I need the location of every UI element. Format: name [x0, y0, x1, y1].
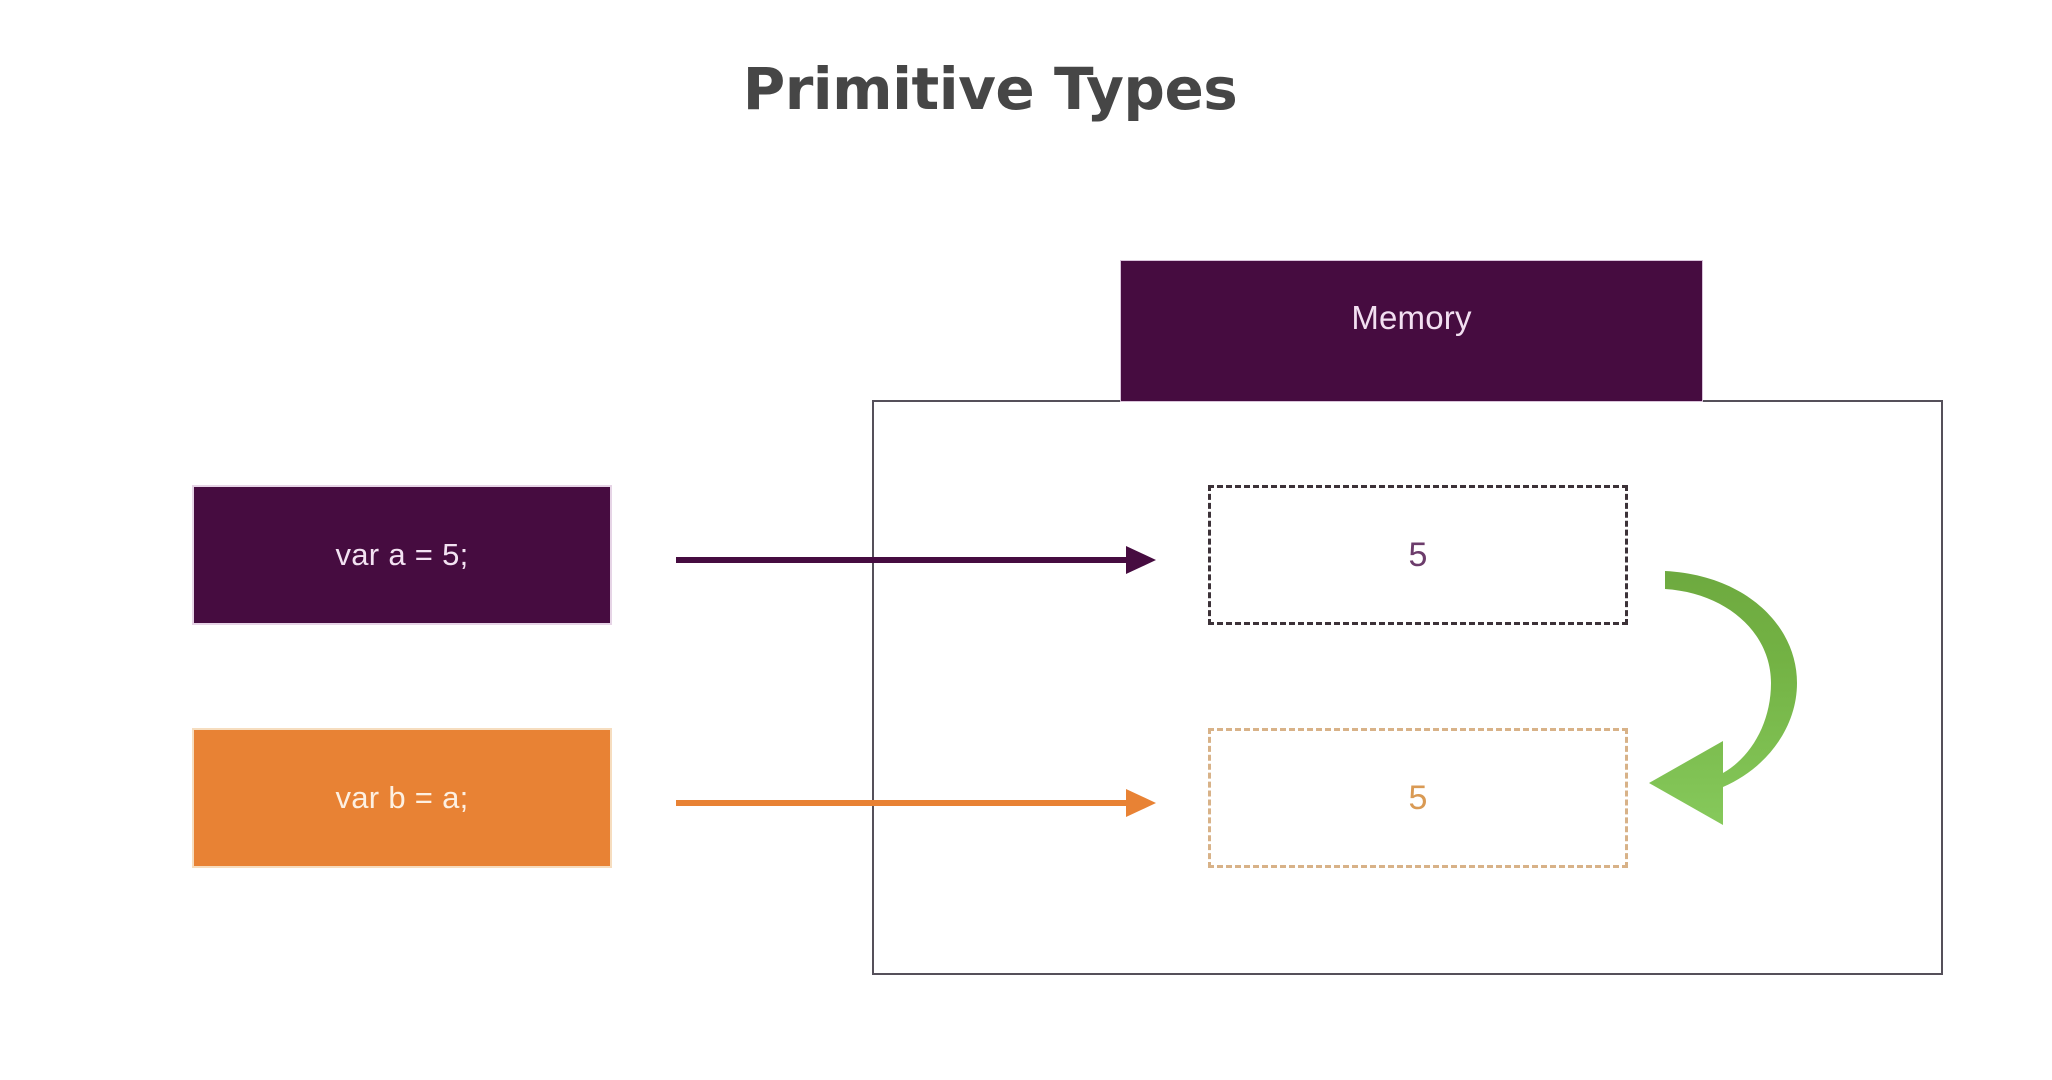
- code-box-var-b: var b = a;: [192, 728, 612, 868]
- assignment-arrow-a-head: [1126, 546, 1156, 574]
- code-box-var-a: var a = 5;: [192, 485, 612, 625]
- assignment-arrow-a: [676, 546, 1156, 574]
- memory-header-label: Memory: [1351, 299, 1472, 336]
- copy-value-arrow: [1649, 523, 1797, 825]
- assignment-arrow-b: [676, 789, 1156, 817]
- assignment-arrow-b-head: [1126, 789, 1156, 817]
- code-box-var-a-label: var a = 5;: [335, 537, 469, 572]
- memory-cell-a-value: 5: [1408, 535, 1428, 574]
- memory-header: Memory: [1120, 260, 1703, 402]
- code-box-var-b-label: var b = a;: [335, 780, 469, 815]
- page-title: Primitive Types: [742, 55, 1238, 123]
- memory-cell-b: 5: [1208, 728, 1628, 868]
- memory-panel: [872, 400, 1943, 975]
- memory-cell-b-value: 5: [1408, 778, 1428, 817]
- memory-cell-a: 5: [1208, 485, 1628, 625]
- copy-value-arrow-shape: [1649, 523, 1797, 825]
